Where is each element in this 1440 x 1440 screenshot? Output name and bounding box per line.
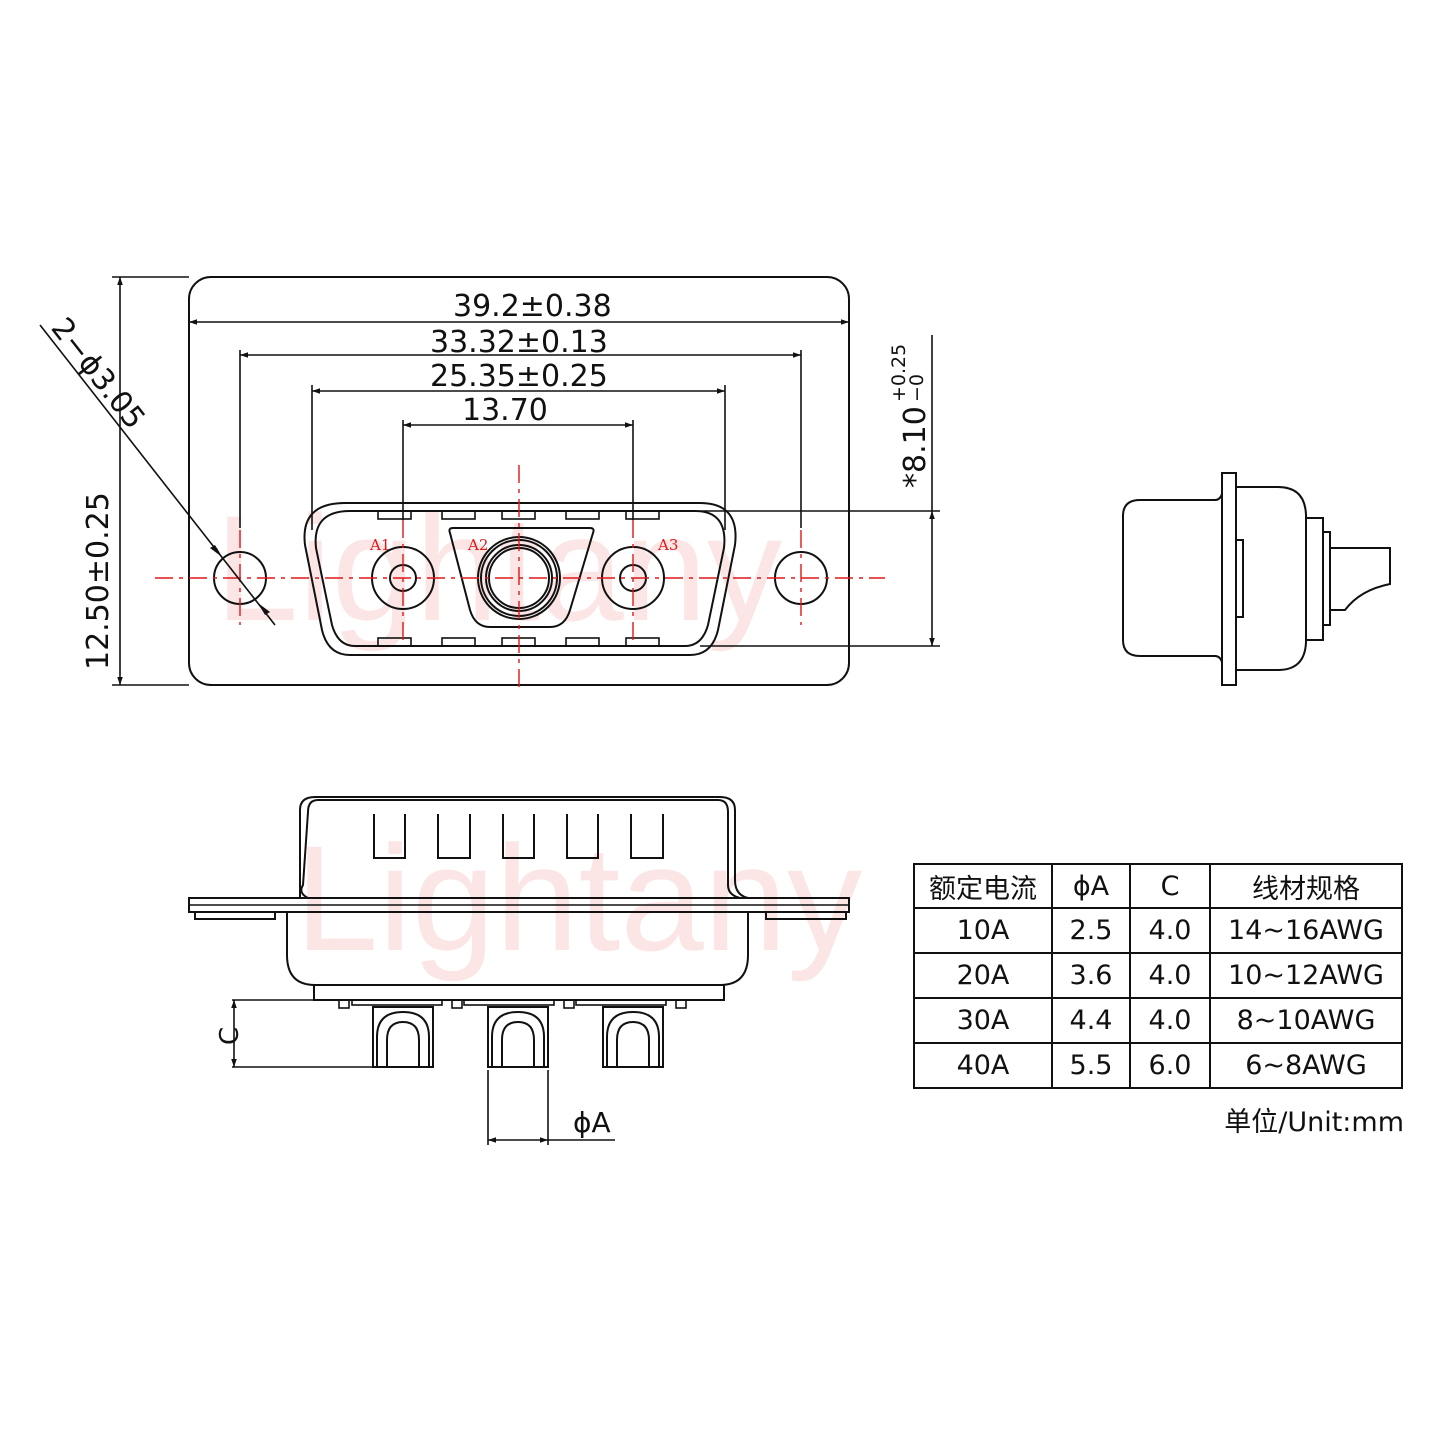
cell-wire: 10~12AWG [1209, 952, 1403, 999]
bv-nubs [338, 999, 687, 1009]
cell-current: 30A [913, 997, 1053, 1044]
dim-shell-height: *8.10 [898, 406, 933, 488]
cell-current: 20A [913, 952, 1053, 999]
cell-c: 4.0 [1129, 997, 1211, 1044]
dim-c-label: C [215, 1027, 245, 1045]
pin-label-a2: A2 [467, 536, 488, 554]
cell-dia-a: 5.5 [1051, 1042, 1131, 1089]
table-row: 20A 3.6 4.0 10~12AWG [913, 952, 1403, 999]
header-wire-spec: 线材规格 [1209, 863, 1403, 909]
table-row: 10A 2.5 4.0 14~16AWG [913, 907, 1403, 954]
pin-label-a1: A1 [369, 536, 390, 554]
dim-mount-hole-pitch: 33.32±0.13 [430, 325, 608, 360]
side-rear-step [1305, 517, 1324, 641]
dim-shell-height-tol-lower: −0 [906, 374, 928, 402]
table-row: 40A 5.5 6.0 6~8AWG [913, 1042, 1403, 1089]
dim-shell-width: 25.35±0.25 [430, 359, 608, 394]
dim-shell-height-tol-upper: +0.25 [888, 344, 910, 402]
cell-wire: 14~16AWG [1209, 907, 1403, 954]
cell-wire: 6~8AWG [1209, 1042, 1403, 1089]
cell-dia-a: 3.6 [1051, 952, 1131, 999]
dim-shell-height-group: *8.10 +0.25 −0 [888, 344, 933, 488]
bv-slots [373, 814, 664, 859]
cell-c: 4.0 [1129, 907, 1211, 954]
side-flange-tab [1235, 539, 1244, 618]
cell-dia-a: 4.4 [1051, 997, 1131, 1044]
spec-table: 额定电流 ϕA C 线材规格 10A 2.5 4.0 14~16AWG 20A … [913, 863, 1403, 1089]
dim-flange-height: 12.50±0.25 [81, 492, 116, 670]
dim-mount-hole-dia: 2−ϕ3.05 [44, 311, 152, 436]
extension-lines [112, 276, 940, 686]
bv-flange-foot-right [765, 911, 847, 920]
bv-solder-cups [372, 1006, 664, 1068]
cell-dia-a: 2.5 [1051, 907, 1131, 954]
side-view [1122, 472, 1391, 686]
a2-insert [448, 527, 595, 628]
bv-flange-foot-left [194, 911, 276, 920]
dim-pin-pitch: 13.70 [462, 393, 548, 428]
d-shell-outer [303, 502, 737, 656]
side-rear-body [1236, 486, 1307, 671]
cell-wire: 8~10AWG [1209, 997, 1403, 1044]
cell-c: 4.0 [1129, 952, 1211, 999]
table-header-row: 额定电流 ϕA C 线材规格 [913, 863, 1403, 909]
cell-current: 40A [913, 1042, 1053, 1089]
table-row: 30A 4.4 4.0 8~10AWG [913, 997, 1403, 1044]
dim-overall-width: 39.2±0.38 [453, 289, 612, 324]
header-c: C [1129, 863, 1211, 909]
dim-a-label: ϕA [573, 1106, 611, 1139]
unit-note: 单位/Unit:mm [1224, 1107, 1404, 1138]
bottom-view: C ϕA [188, 796, 850, 1145]
bv-base [313, 984, 725, 1001]
side-solder-cup [1330, 547, 1391, 611]
bv-shell-outer [299, 796, 749, 899]
side-rear-lip [1322, 531, 1331, 626]
cell-c: 6.0 [1129, 1042, 1211, 1089]
pin-label-a3: A3 [657, 536, 678, 554]
centerlines [155, 465, 885, 690]
cell-current: 10A [913, 907, 1053, 954]
side-front-shell [1122, 493, 1223, 663]
header-rated-current: 额定电流 [913, 863, 1053, 909]
bv-shell-inner [300, 799, 741, 899]
side-flange [1221, 472, 1237, 686]
leader-mount-hole [39, 324, 276, 626]
header-dia-a: ϕA [1051, 863, 1131, 909]
